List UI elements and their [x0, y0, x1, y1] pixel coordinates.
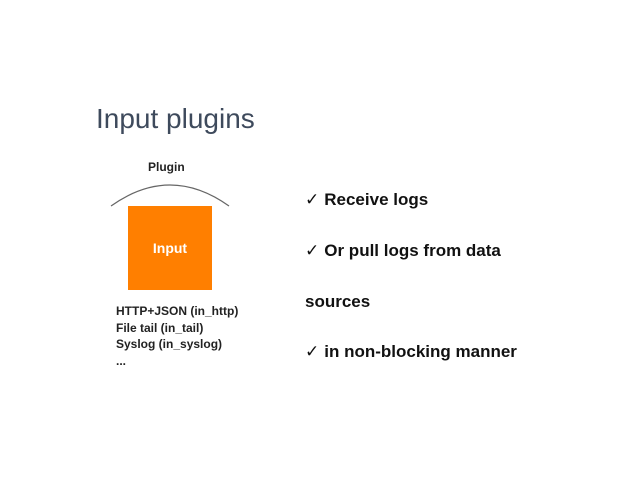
bullet-text: Receive logs [324, 190, 429, 209]
bullet-sources-continuation: sources [305, 291, 370, 313]
bullet-non-blocking: ✓in non-blocking manner [305, 341, 517, 363]
checkmark-icon: ✓ [305, 342, 320, 362]
bullet-text: in non-blocking manner [324, 342, 517, 361]
bullet-receive-logs: ✓Receive logs [305, 189, 428, 211]
source-item-tail: File tail (in_tail) [116, 320, 204, 335]
bullet-pull-logs: ✓Or pull logs from data [305, 240, 501, 262]
source-item-more: ... [116, 353, 127, 368]
checkmark-icon: ✓ [305, 190, 320, 210]
input-box: Input [128, 206, 212, 290]
source-item-syslog: Syslog (in_syslog) [116, 337, 223, 351]
bullet-text: Or pull logs from data [324, 241, 501, 260]
slide-title: Input plugins [96, 103, 255, 134]
bullet-text: sources [305, 292, 371, 311]
input-source-list: HTTP+JSON (in_http) File tail (in_tail) … [116, 303, 238, 369]
plugin-arc [110, 184, 230, 207]
input-label: Input [152, 240, 188, 256]
checkmark-icon: ✓ [305, 241, 320, 261]
plugin-label: Plugin [148, 160, 185, 174]
source-item-http: HTTP+JSON (in_http) [116, 304, 239, 318]
